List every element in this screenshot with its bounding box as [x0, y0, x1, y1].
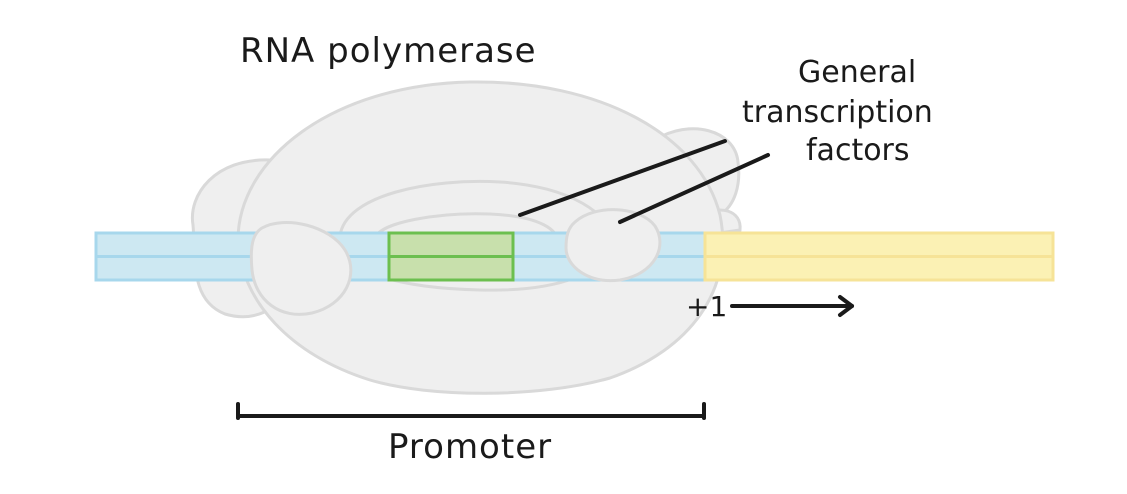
transcription-direction-arrow-icon — [730, 295, 854, 317]
gtf-label-line-2: transcription — [742, 95, 933, 130]
promoter-bracket — [236, 402, 706, 420]
gtf-pointer-line-2 — [618, 153, 770, 224]
gtf-pointer-line-1 — [518, 139, 727, 217]
gene-dna — [703, 231, 1055, 282]
transcription-start-site-label: +1 — [686, 290, 727, 323]
tata-box — [387, 231, 515, 282]
general-transcription-factor-left — [249, 220, 353, 316]
general-transcription-factor-right — [564, 208, 662, 283]
gtf-label-line-1: General — [798, 55, 916, 90]
gtf-label-line-3: factors — [806, 133, 910, 168]
rna-polymerase-label: RNA polymerase — [240, 31, 537, 71]
promoter-label: Promoter — [388, 427, 552, 467]
